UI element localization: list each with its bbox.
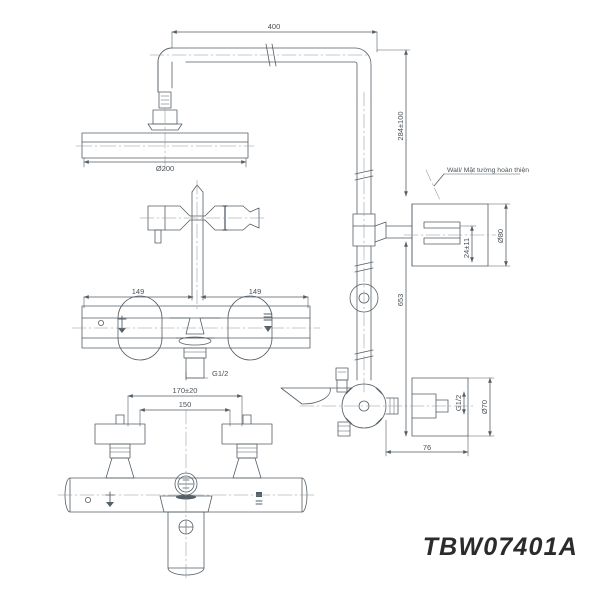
dimension-170	[127, 394, 243, 427]
shower-arm-assembly	[149, 43, 372, 99]
model-number: TBW07401A	[422, 533, 578, 561]
dimension-150-label: 150	[179, 400, 192, 409]
dimension-dia200	[83, 157, 247, 168]
dimension-170-label: 170±20	[173, 386, 198, 395]
mixer-side-view	[280, 367, 477, 437]
dimension-dia70	[467, 377, 495, 437]
dimension-g12-side-label: G1/2	[454, 395, 463, 411]
dimension-149-right	[200, 295, 309, 309]
dimension-dia80	[487, 203, 511, 267]
dimension-150	[139, 408, 231, 427]
dimension-284	[376, 49, 411, 197]
wall-note-label: Wall/ Mặt tường hoàn thiện	[447, 167, 529, 174]
dimension-24	[459, 225, 477, 263]
dimension-dia70-label: Ø70	[480, 400, 489, 414]
dimension-149-left	[83, 295, 194, 309]
dimension-76	[385, 419, 469, 457]
mixer-plan-view	[57, 409, 315, 579]
shower-head	[75, 107, 255, 171]
dimension-dia200-label: Ø200	[156, 164, 174, 173]
dimension-284-label: 284±100	[396, 111, 405, 140]
riser-column	[349, 91, 413, 393]
dimension-400-label: 400	[268, 22, 281, 31]
dimension-149-left-label: 149	[132, 287, 145, 296]
dimension-dia80-label: Ø80	[496, 229, 505, 243]
mixer-front-view	[71, 295, 321, 379]
dimension-400	[171, 30, 378, 53]
hand-shower-holder	[139, 179, 266, 313]
dimension-24-label: 24±11	[462, 238, 471, 258]
wall-outlet-upper	[403, 169, 521, 267]
dimension-76-label: 76	[423, 443, 431, 452]
dimension-653-label: 653	[396, 294, 405, 307]
dimension-g12-mixer-label: G1/2	[212, 369, 228, 378]
dimension-g12-mixer	[185, 371, 209, 381]
dimension-149-right-label: 149	[249, 287, 262, 296]
